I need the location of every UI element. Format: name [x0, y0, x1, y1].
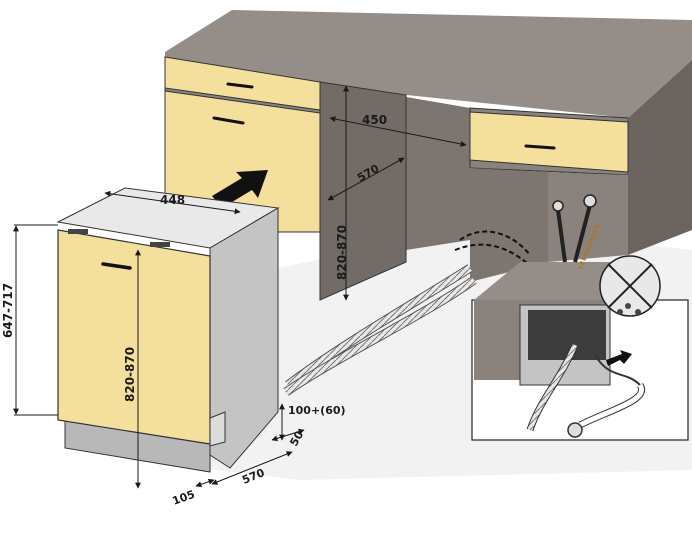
door-handle[interactable] — [101, 262, 132, 270]
drawer-top-handle[interactable] — [226, 82, 254, 89]
water-tap-icon — [552, 194, 600, 269]
door-top-clip-left — [68, 229, 88, 234]
dim-cab-height: 820-870 — [335, 225, 349, 280]
dim-door-offset: 105 — [171, 488, 197, 508]
drawer-right[interactable] — [469, 111, 629, 173]
dishwasher-dimensions: 448 647-717 820-870 100+(60) 50 570 105 — [1, 190, 346, 508]
dim-plinth: 100+(60) — [288, 404, 346, 417]
cabinet-end-side — [628, 60, 692, 255]
inset-dishwasher-window — [528, 310, 606, 360]
detail-inset — [471, 194, 689, 441]
dim-dw-height-door: 820-870 — [123, 347, 137, 402]
dim-dw-width: 448 — [160, 193, 185, 207]
dishwasher — [56, 187, 280, 473]
hoses — [283, 230, 541, 396]
drawer-bottom-handle[interactable] — [212, 116, 245, 125]
door-top-clip-right — [150, 242, 170, 247]
dim-cab-width: 450 — [362, 113, 387, 127]
cabinet-inner-right — [470, 168, 548, 282]
inset-cabinet-top — [474, 262, 640, 300]
cabinet-top — [165, 10, 692, 118]
plinth-bracket — [209, 411, 226, 447]
inset-arrow-icon — [606, 350, 632, 366]
drawer-top[interactable] — [164, 56, 321, 111]
no-drip-warning-icon — [599, 255, 661, 317]
drawer-right-handle[interactable] — [524, 144, 556, 150]
dishwasher-door-panel[interactable] — [57, 229, 211, 445]
dim-dw-height-outer: 647-717 — [1, 283, 15, 338]
